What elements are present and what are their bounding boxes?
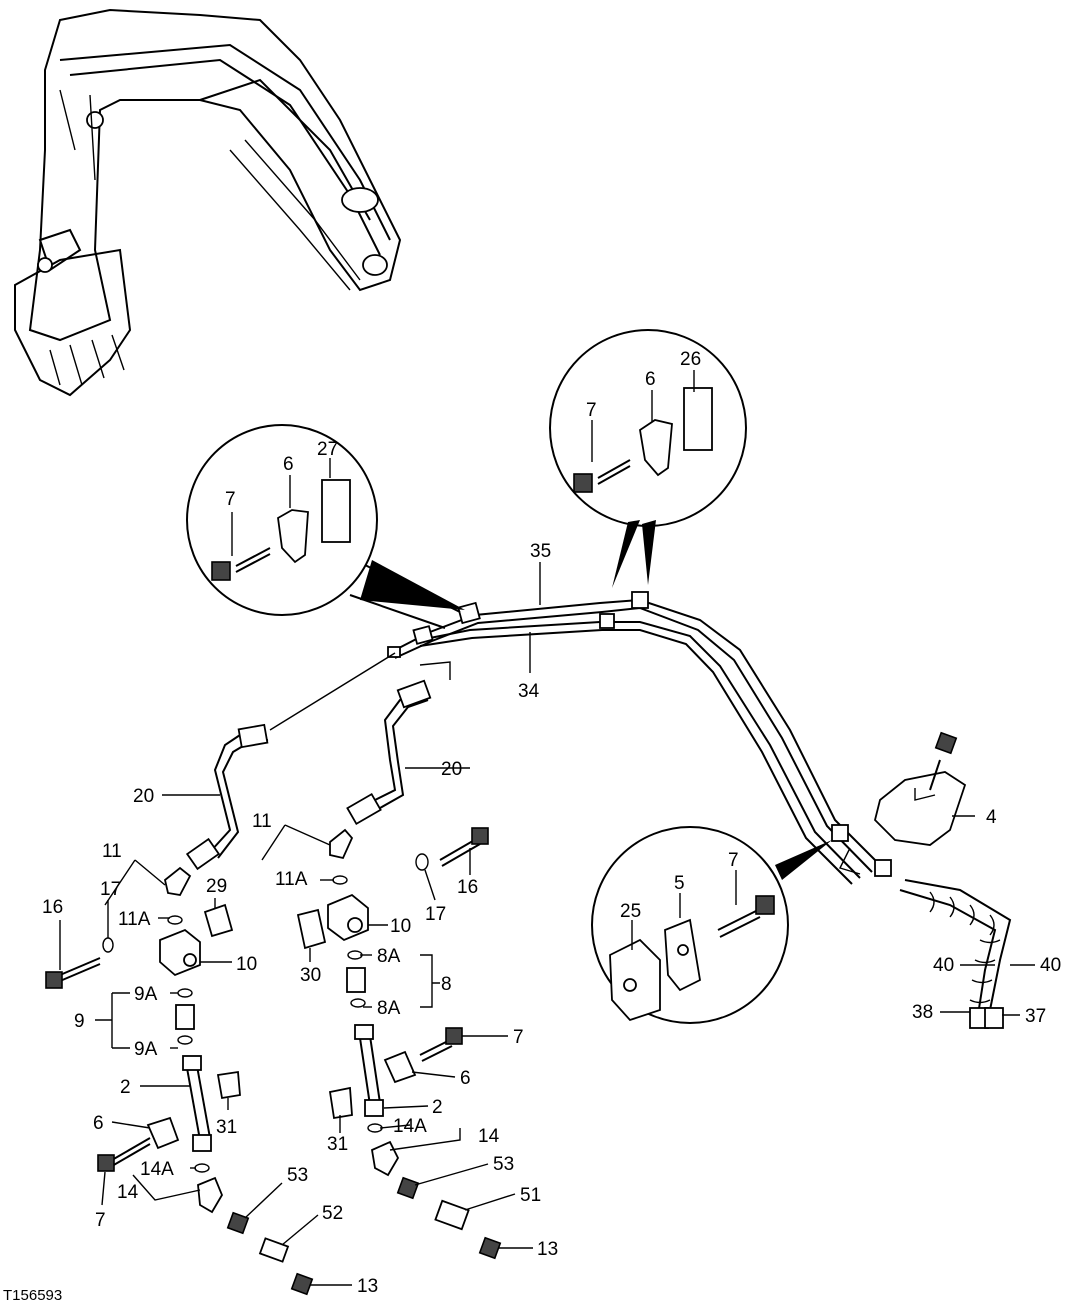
callout-8A: 8A bbox=[377, 998, 401, 1019]
callout-37: 37 bbox=[1025, 1006, 1046, 1027]
callout-40: 40 bbox=[1040, 955, 1061, 976]
callout-17: 17 bbox=[100, 879, 121, 900]
callout-17: 17 bbox=[425, 904, 446, 925]
callout-8: 8 bbox=[441, 974, 452, 995]
callout-27: 27 bbox=[317, 439, 338, 460]
callout-7: 7 bbox=[513, 1027, 524, 1048]
figure-id: T156593 bbox=[3, 1287, 62, 1304]
callout-7: 7 bbox=[728, 850, 739, 871]
callout-20: 20 bbox=[441, 759, 462, 780]
callout-10: 10 bbox=[236, 954, 257, 975]
hydraulic-tubes bbox=[387, 591, 892, 885]
callout-10: 10 bbox=[390, 916, 411, 937]
callout-9A: 9A bbox=[134, 984, 158, 1005]
callout-labels: 35 34 26 6 7 27 6 7 4 7 5 25 40 40 38 37… bbox=[3, 349, 1061, 1304]
detail-circle-clamp-25 bbox=[591, 826, 832, 1024]
callout-31: 31 bbox=[327, 1134, 348, 1155]
callout-26: 26 bbox=[680, 349, 701, 370]
callout-31: 31 bbox=[216, 1117, 237, 1138]
callout-20: 20 bbox=[133, 786, 154, 807]
fittings-left bbox=[45, 866, 314, 1296]
callout-6: 6 bbox=[93, 1113, 104, 1134]
callout-13: 13 bbox=[537, 1239, 558, 1260]
callout-16: 16 bbox=[42, 897, 63, 918]
callout-2: 2 bbox=[432, 1097, 443, 1118]
callout-14A: 14A bbox=[140, 1159, 174, 1180]
callout-29: 29 bbox=[206, 876, 227, 897]
callout-4: 4 bbox=[986, 807, 997, 828]
callout-14A: 14A bbox=[393, 1116, 427, 1137]
bracket-4 bbox=[874, 731, 967, 846]
callout-25: 25 bbox=[620, 901, 641, 922]
leader-lines bbox=[59, 370, 1035, 1286]
callout-7: 7 bbox=[95, 1210, 106, 1231]
callout-34: 34 bbox=[518, 681, 540, 702]
callout-9: 9 bbox=[74, 1011, 85, 1032]
callout-6: 6 bbox=[460, 1068, 471, 1089]
excavator-boom-illustration bbox=[14, 8, 402, 397]
callout-7: 7 bbox=[225, 489, 236, 510]
callout-53: 53 bbox=[493, 1154, 514, 1175]
callout-11: 11 bbox=[102, 841, 122, 862]
callout-11: 11 bbox=[252, 811, 272, 832]
hoses-20 bbox=[185, 652, 432, 871]
callout-52: 52 bbox=[322, 1203, 343, 1224]
callout-51: 51 bbox=[520, 1185, 541, 1206]
callout-11A: 11A bbox=[275, 869, 308, 890]
detail-circle-clamp-26 bbox=[549, 329, 747, 588]
callout-40: 40 bbox=[933, 955, 954, 976]
callout-30: 30 bbox=[300, 965, 321, 986]
callout-35: 35 bbox=[530, 541, 551, 562]
callout-14: 14 bbox=[117, 1182, 139, 1203]
callout-38: 38 bbox=[912, 1002, 933, 1023]
callout-5: 5 bbox=[674, 873, 685, 894]
hoses-40 bbox=[899, 879, 1012, 1029]
callout-6: 6 bbox=[645, 369, 656, 390]
callout-2: 2 bbox=[120, 1077, 131, 1098]
callout-8A: 8A bbox=[377, 946, 401, 967]
callout-9A: 9A bbox=[134, 1039, 158, 1060]
callout-6: 6 bbox=[283, 454, 294, 475]
callout-53: 53 bbox=[287, 1165, 308, 1186]
callout-7: 7 bbox=[586, 400, 597, 421]
callout-11A: 11A bbox=[118, 909, 151, 930]
detail-circle-clamp-27 bbox=[186, 424, 465, 629]
callout-16: 16 bbox=[457, 877, 478, 898]
callout-14: 14 bbox=[478, 1126, 500, 1147]
callout-13: 13 bbox=[357, 1276, 378, 1297]
